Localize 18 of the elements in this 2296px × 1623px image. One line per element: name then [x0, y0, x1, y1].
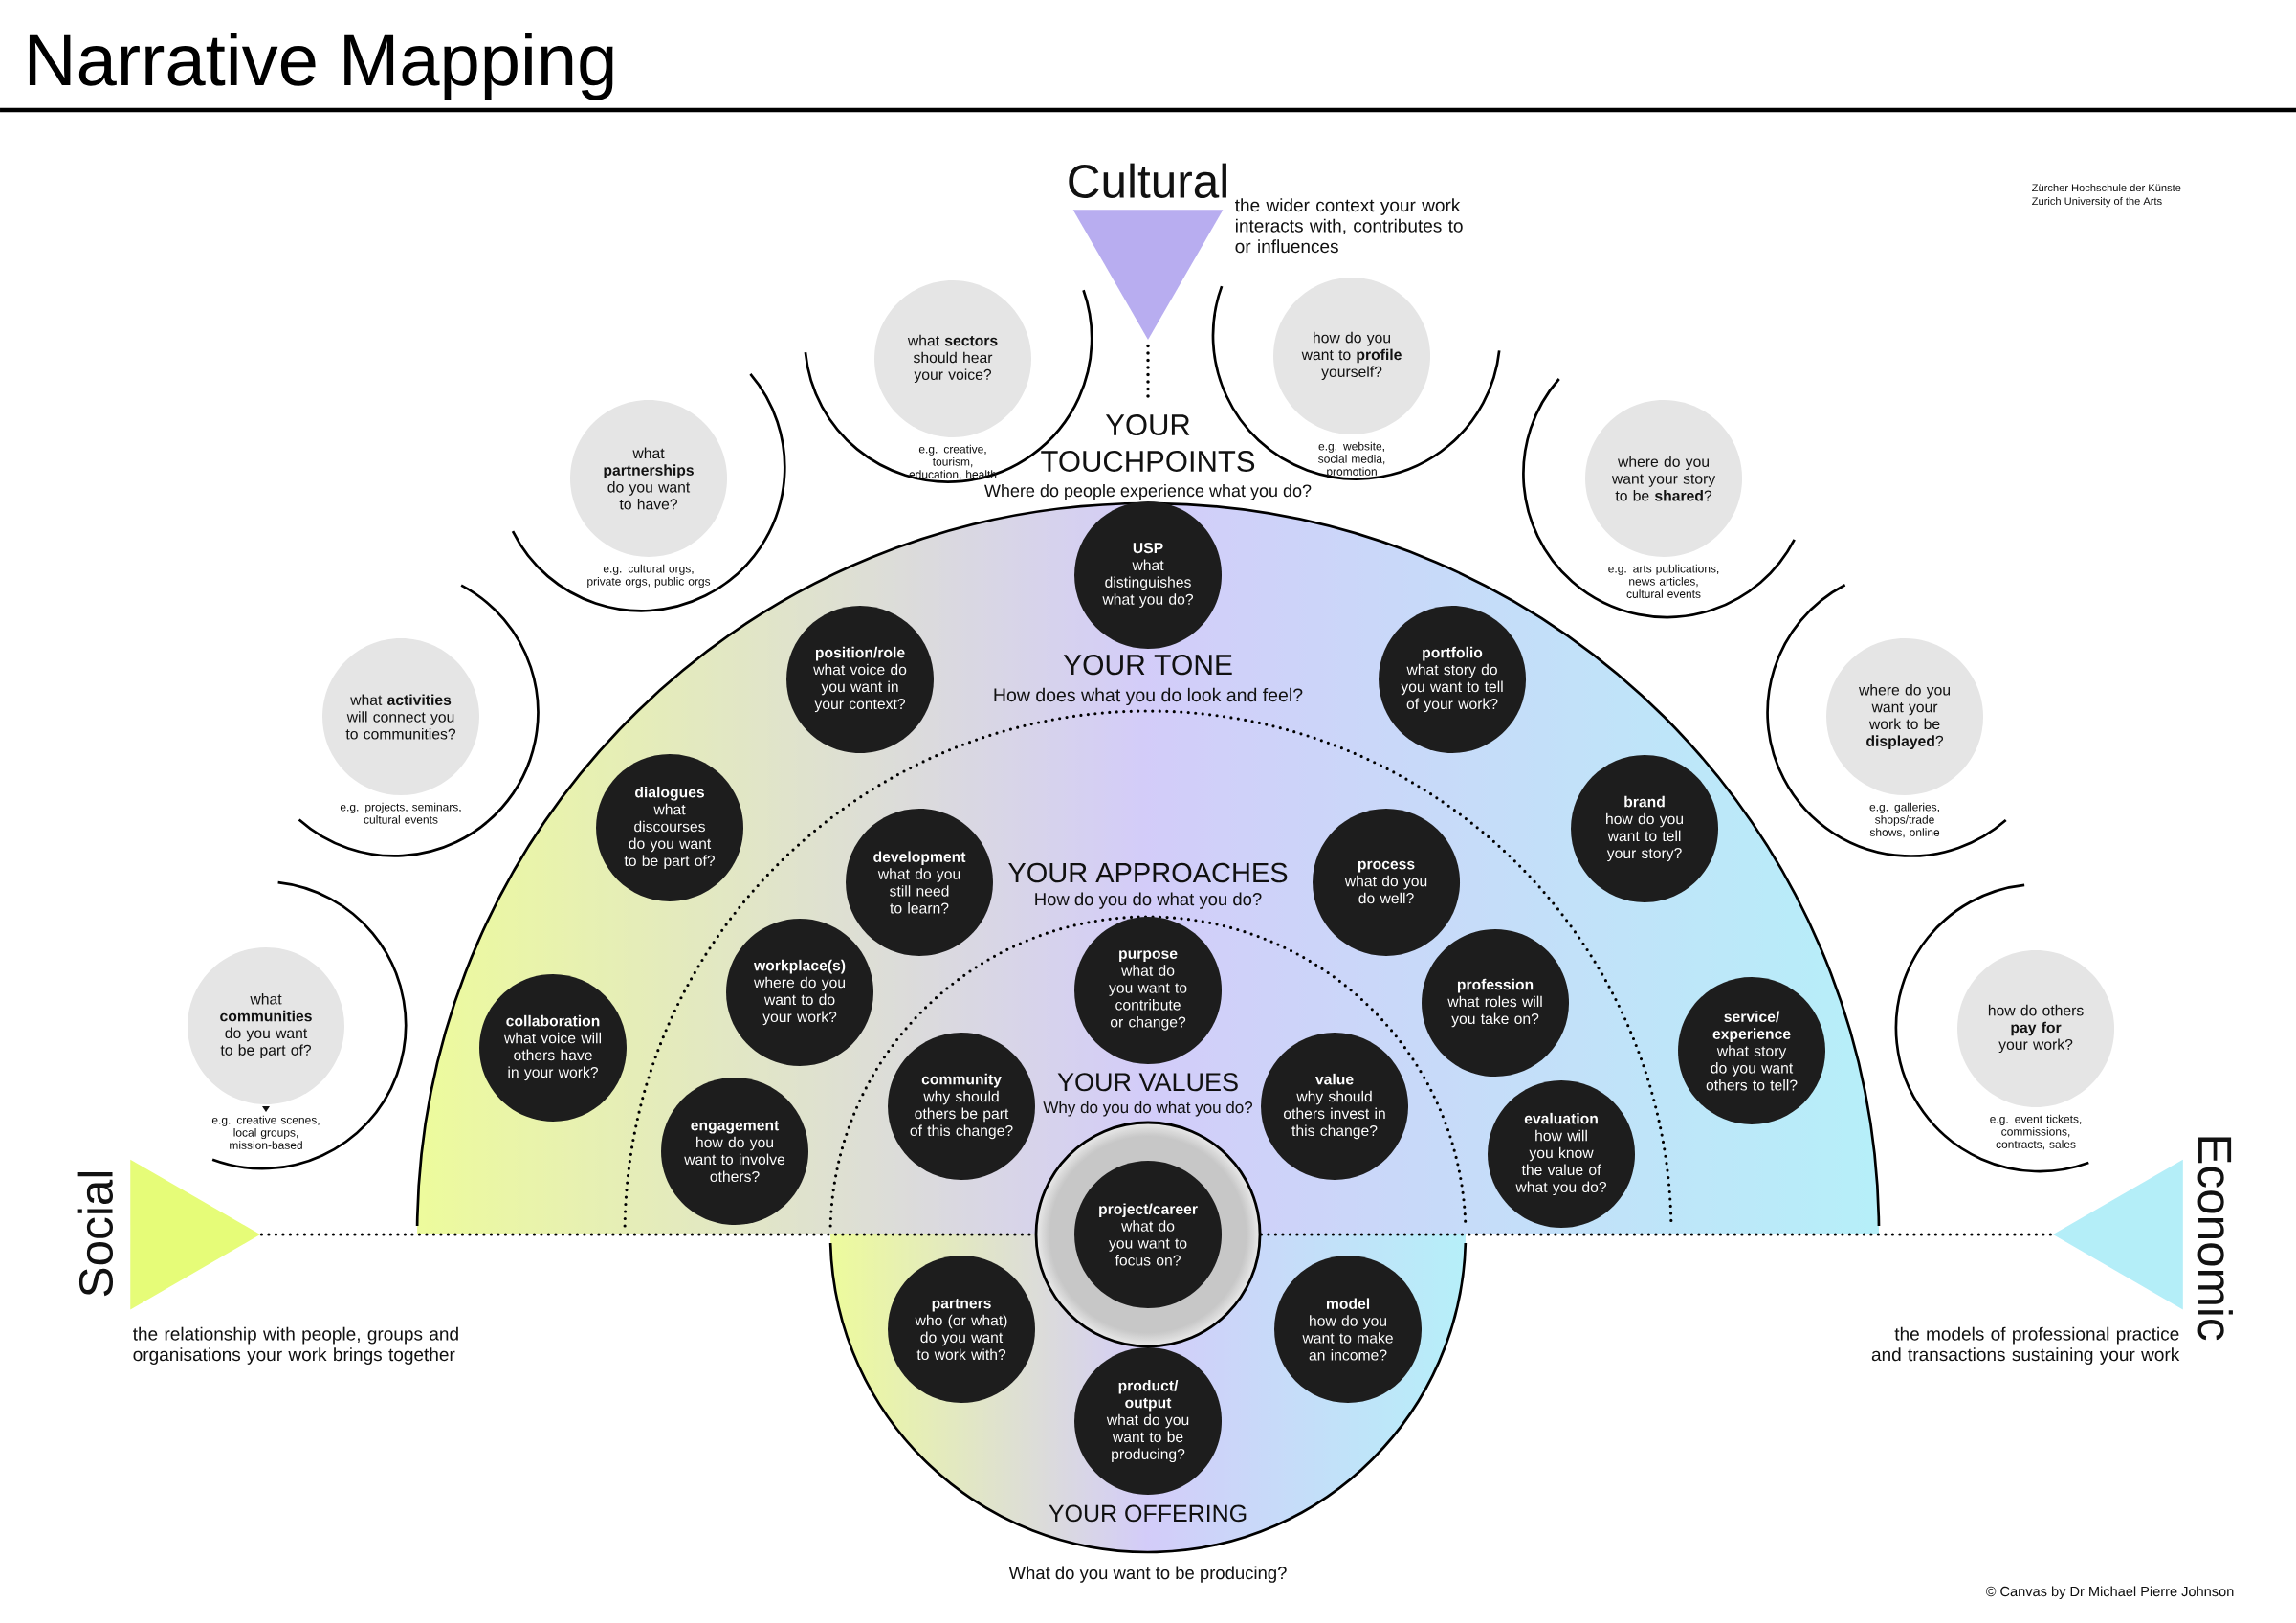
example-text: e.g. galleries, shops/trade shows, online — [1869, 802, 1940, 838]
axis-description: the wider context your work interacts with, contributes to or influences — [1235, 198, 1463, 254]
institution-name: Zürcher Hochschule der Künste — [2032, 183, 2181, 192]
axis-title: Economic — [2197, 1137, 2233, 1341]
axis-description: the relationship with people, groups and organisations your work brings together — [133, 1326, 458, 1365]
axis-title: Cultural — [1069, 163, 1226, 198]
example-text: e.g. creative, tourism, education, health — [909, 444, 997, 480]
example-text: e.g. creative scenes, local groups, mission-based — [211, 1115, 320, 1149]
section-question: Where do people experience what you do? — [984, 484, 1312, 500]
example-text: e.g. website, social media, promotion — [1318, 441, 1385, 478]
band-question: What do you want to be producing? — [1008, 1566, 1287, 1583]
axis-description: the models of professional practice and transactions sustaining your work — [1871, 1326, 2180, 1365]
credit-line: © Canvas by Dr Michael Pierre Johnson — [1985, 1586, 2234, 1600]
example-text: e.g. event tickets, commissions, contracts, sales — [1990, 1114, 2082, 1150]
title: Narrative Mapping — [29, 32, 613, 100]
section-heading: YOUR TOUCHPOINTS — [1041, 414, 1255, 472]
axis-title: Social — [77, 1171, 113, 1297]
institution-name: Zurich University of the Arts — [2032, 196, 2162, 208]
